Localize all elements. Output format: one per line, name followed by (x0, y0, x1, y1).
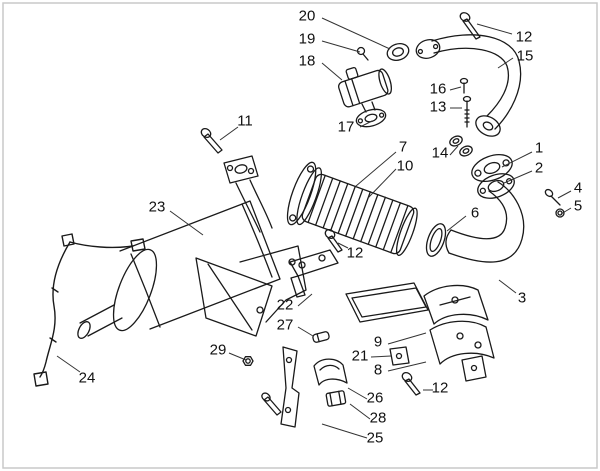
leader-line-10 (367, 168, 397, 199)
curved-shield-upper (423, 284, 489, 325)
leader-line-7 (355, 151, 397, 187)
callout-27: 27 (277, 317, 294, 334)
heat-shield-sheet (345, 282, 429, 323)
callout-15: 15 (517, 48, 534, 65)
leader-line-17 (359, 120, 373, 128)
muffler-tailpipe (77, 304, 123, 339)
callout-1: 1 (535, 140, 543, 157)
callout-2: 2 (535, 160, 543, 177)
spacer-27 (312, 331, 330, 343)
parts-drawing (33, 12, 565, 428)
wiring-harness (33, 233, 146, 387)
leader-line-8 (387, 361, 427, 372)
bolt-12-middle (324, 228, 343, 253)
leader-line-29 (228, 352, 247, 361)
leader-line-19 (321, 40, 361, 53)
secondary-air-valve (338, 66, 393, 108)
callout-17: 17 (338, 119, 355, 136)
callout-23: 23 (149, 199, 166, 216)
bolt-12-top (459, 12, 481, 40)
leader-line-20 (321, 17, 391, 50)
callout-22: 22 (277, 297, 294, 314)
callout-3: 3 (518, 290, 526, 307)
leader-line-16 (449, 86, 462, 91)
callout-5: 5 (574, 198, 582, 215)
callout-25: 25 (367, 430, 384, 447)
callout-28: 28 (370, 410, 387, 427)
callout-9: 9 (374, 334, 382, 351)
callout-18: 18 (299, 53, 316, 70)
callout-10: 10 (397, 158, 414, 175)
callout-21: 21 (352, 348, 369, 365)
callout-24: 24 (79, 370, 96, 387)
stud-screws (459, 77, 472, 128)
leader-line-28 (349, 403, 371, 420)
valve-flange (355, 108, 387, 128)
rubber-block-28 (325, 390, 347, 407)
screw-and-washer (544, 188, 565, 218)
leader-line-11 (219, 126, 239, 141)
upper-pipe-flange (415, 39, 441, 59)
muffler-body (112, 200, 281, 332)
strap-bracket (280, 346, 300, 428)
callout-6: 6 (471, 205, 479, 222)
valve-gasket (386, 43, 410, 61)
valve-neck (361, 101, 376, 113)
callout-26: 26 (367, 390, 384, 407)
leader-line-6 (446, 215, 467, 232)
bolt-11 (200, 127, 223, 154)
leader-line-25 (321, 423, 368, 439)
leader-line-12 (337, 242, 349, 249)
curved-shield-lower (429, 320, 495, 382)
callout-19: 19 (299, 31, 316, 48)
callout-12: 12 (347, 245, 364, 262)
leader-line-15 (497, 57, 514, 69)
callout-11: 11 (237, 113, 253, 130)
callout-13: 13 (430, 99, 447, 116)
clamp-26 (313, 358, 348, 386)
clamp-ring (425, 223, 447, 257)
leader-line-18 (321, 62, 343, 81)
leader-line-22 (297, 293, 313, 307)
leader-line-21 (370, 355, 392, 358)
callout-12: 12 (516, 29, 533, 46)
leader-line-14 (449, 145, 459, 156)
leader-line-12 (476, 23, 513, 35)
upper-exhaust-pipe (431, 34, 522, 130)
callout-20: 20 (299, 8, 316, 25)
upper-pipe-lower-flange (475, 115, 501, 137)
callout-16: 16 (430, 81, 447, 98)
callout-14: 14 (432, 145, 449, 162)
washers (449, 135, 473, 157)
leader-line-26 (347, 387, 368, 400)
valve-bolt (356, 46, 369, 61)
support-bracket (289, 249, 339, 298)
pipe-flange (471, 153, 513, 183)
small-bracket-21 (389, 346, 410, 366)
callout-7: 7 (399, 139, 407, 156)
leader-line-3 (498, 279, 517, 294)
leader-line-1 (501, 151, 533, 168)
callout-4: 4 (574, 180, 582, 197)
leader-line-24 (56, 355, 81, 373)
muffler-heat-shield (195, 245, 307, 337)
leader-line-5 (560, 207, 572, 215)
leader-line-2 (503, 170, 533, 184)
leader-line-27 (297, 326, 314, 337)
callout-8: 8 (374, 362, 382, 379)
nut-29 (242, 356, 254, 366)
bolt-25 (261, 392, 282, 416)
leader-line-4 (557, 190, 572, 199)
muffler-inlet-flange (223, 155, 273, 233)
catalytic-converter-bellows (286, 161, 418, 257)
leader-line-9 (387, 332, 427, 345)
front-exhaust-pipe (445, 181, 525, 263)
leader-line-23 (169, 210, 204, 236)
callout-12: 12 (432, 380, 449, 397)
callout-29: 29 (210, 342, 227, 359)
bolt-12-bottom (401, 371, 421, 396)
